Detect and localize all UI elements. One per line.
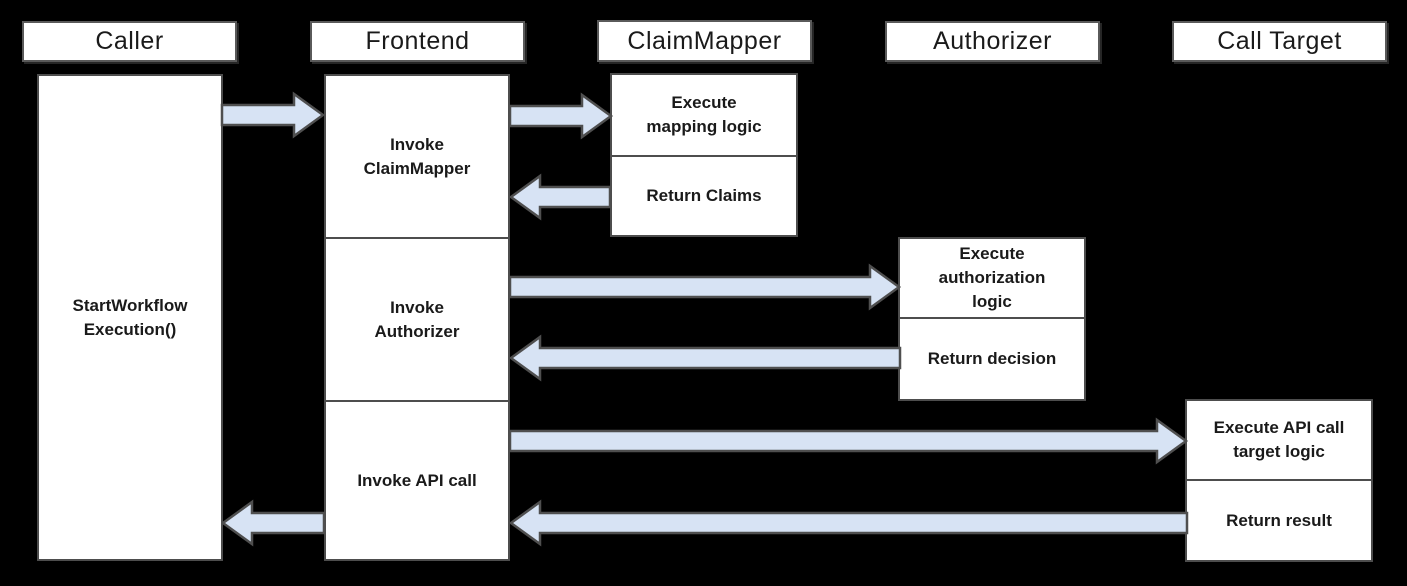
lifeline-header-authorizer: Authorizer [885, 21, 1100, 62]
lifeline-label-call-target: Call Target [1217, 27, 1342, 55]
arrow-frontend-to-authorizer-icon [508, 263, 902, 311]
activity-label: Return Claims [646, 186, 762, 205]
activity-label: Return result [1226, 510, 1332, 530]
activity-invoke-api-call: Invoke API call [324, 400, 510, 561]
activity-label: Execute mapping logic [646, 93, 762, 136]
activity-label: StartWorkflow Execution() [72, 295, 188, 339]
arrow-frontend-to-claimmapper-icon [508, 92, 614, 140]
activity-return-result: Return result [1185, 479, 1373, 562]
activity-execute-mapping-logic: Execute mapping logic [610, 73, 798, 157]
activity-start-workflow-execution: StartWorkflow Execution() [37, 74, 223, 561]
activity-return-claims: Return Claims [610, 155, 798, 237]
activity-label: Return decision [927, 349, 1057, 368]
lifeline-header-claimmapper: ClaimMapper [597, 20, 812, 62]
lifeline-header-caller: Caller [22, 21, 237, 62]
activity-label: Execute API call target logic [1213, 418, 1345, 461]
activity-label: Execute authorization logic [938, 244, 1046, 311]
lifeline-header-call-target: Call Target [1172, 21, 1387, 62]
arrow-caller-to-frontend-icon [220, 91, 326, 139]
arrow-frontend-to-call-target-icon [508, 417, 1189, 465]
lifeline-label-frontend: Frontend [365, 27, 470, 55]
activity-execute-authorization-logic: Execute authorization logic [898, 237, 1086, 319]
lifeline-label-claimmapper: ClaimMapper [627, 26, 782, 55]
lifeline-label-authorizer: Authorizer [933, 27, 1052, 55]
activity-return-decision: Return decision [898, 317, 1086, 401]
arrow-call-target-to-frontend-icon [508, 499, 1189, 547]
lifeline-label-caller: Caller [95, 27, 164, 55]
activity-label: Invoke API call [357, 470, 477, 490]
arrow-frontend-to-caller-icon [220, 499, 326, 547]
activity-label: Invoke Authorizer [374, 297, 460, 341]
activity-invoke-claimmapper: Invoke ClaimMapper [324, 74, 510, 239]
lifeline-header-frontend: Frontend [310, 21, 525, 62]
activity-invoke-authorizer: Invoke Authorizer [324, 237, 510, 402]
activity-execute-api-call-target-logic: Execute API call target logic [1185, 399, 1373, 481]
activity-label: Invoke ClaimMapper [363, 134, 471, 178]
arrow-authorizer-to-frontend-icon [508, 334, 902, 382]
arrow-claimmapper-to-frontend-icon [508, 173, 612, 221]
